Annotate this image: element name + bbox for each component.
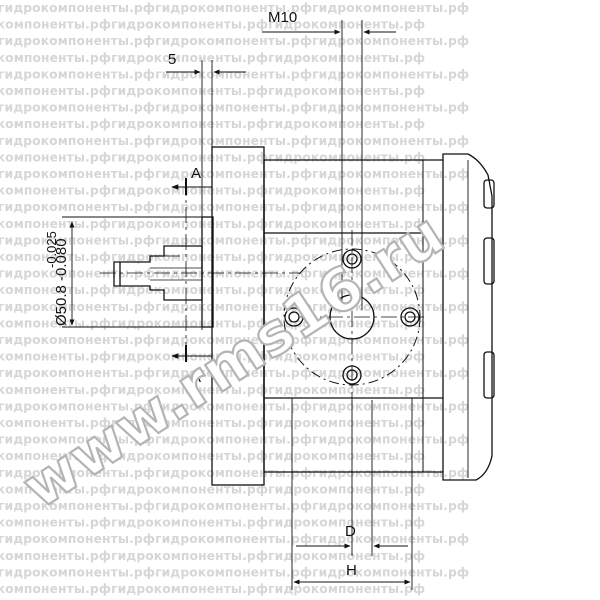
pump-drawing [62,20,495,590]
label-section-top: A [191,165,201,182]
watermark-row: гидрокомпоненты.рфгидрокомпоненты.рфгидр… [0,167,469,181]
watermark-row: гидрокомпоненты.рфгидрокомпоненты.рфгидр… [0,67,469,81]
watermark-row: гидрокомпоненты.рфгидрокомпоненты.рфгидр… [0,18,425,32]
watermark-row: гидрокомпоненты.рфгидрокомпоненты.рфгидр… [0,34,469,48]
watermark-row: гидрокомпоненты.рфгидрокомпоненты.рфгидр… [0,549,425,563]
rear-tab-mid [483,237,495,285]
label-dim-d: D [345,523,356,540]
label-dim-h: H [346,562,357,579]
watermark-row: гидрокомпоненты.рфгидрокомпоненты.рфгидр… [0,582,425,596]
label-tolerance-upper: -0.025 [44,231,59,268]
watermark-row: гидрокомпоненты.рфгидрокомпоненты.рфгидр… [0,532,469,546]
watermark-row: гидрокомпоненты.рфгидрокомпоненты.рфгидр… [0,101,469,115]
rear-tab-top [483,179,495,209]
watermark-row: гидрокомпоненты.рфгидрокомпоненты.рфгидр… [0,300,469,314]
label-section-bottom: A [191,369,201,386]
rear-tab-low [483,351,495,399]
watermark-row: гидрокомпоненты.рфгидрокомпоненты.рфгидр… [0,134,469,148]
watermark-row: гидрокомпоненты.рфгидрокомпоненты.рфгидр… [0,51,425,65]
watermark-row: гидрокомпоненты.рфгидрокомпоненты.рфгидр… [0,1,469,15]
label-thread: M10 [268,9,297,26]
pump-body [263,153,493,481]
watermark-row: гидрокомпоненты.рфгидрокомпоненты.рфгидр… [0,200,469,214]
label-shaft-diameter: Ø50.8 -0.080 [53,238,70,326]
watermark-row: гидрокомпоненты.рфгидрокомпоненты.рфгидр… [0,565,469,579]
watermark-row: гидрокомпоненты.рфгидрокомпоненты.рфгидр… [0,117,425,131]
watermark-row: гидрокомпоненты.рфгидрокомпоненты.рфгидр… [0,482,425,496]
watermark-row: гидрокомпоненты.рфгидрокомпоненты.рфгидр… [0,399,469,413]
label-offset: 5 [168,51,176,68]
watermark-row: гидрокомпоненты.рфгидрокомпоненты.рфгидр… [0,84,425,98]
watermark-rows: гидрокомпоненты.рфгидрокомпоненты.рфгидр… [0,1,469,596]
watermark-row: гидрокомпоненты.рфгидрокомпоненты.рфгидр… [0,516,425,530]
